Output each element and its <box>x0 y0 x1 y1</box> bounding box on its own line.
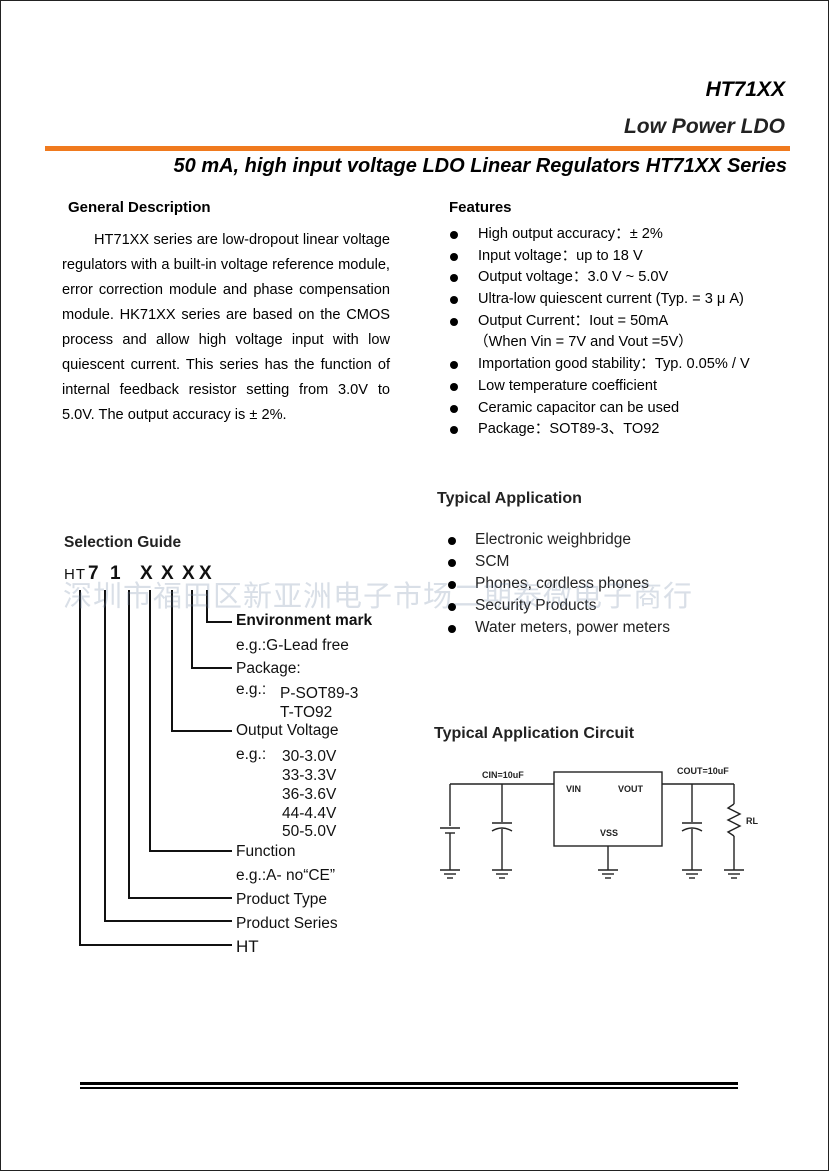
header-subtitle: Low Power LDO <box>623 115 785 138</box>
typical-application-circuit-heading: Typical Application Circuit <box>434 725 635 742</box>
environment-mark-label: Environment mark <box>236 612 373 629</box>
general-description-heading: General Description <box>68 199 211 216</box>
output-voltage-option: 33-3.3V <box>282 767 337 784</box>
rl-resistor <box>726 803 742 837</box>
document-title: 50 mA, high input voltage LDO Linear Reg… <box>173 155 787 177</box>
bullet-icon <box>448 559 456 567</box>
bullet-icon <box>450 296 458 305</box>
ground-icon <box>492 869 512 879</box>
code-char: 7 <box>88 563 100 584</box>
bullet-icon <box>450 317 458 326</box>
code-char: X <box>161 563 175 584</box>
list-item: Water meters, power meters <box>446 617 670 639</box>
bullet-icon <box>448 603 456 611</box>
features-list: High output accuracy：± 2% Input voltage：… <box>448 224 750 441</box>
vin-pin-label: VIN <box>566 784 581 794</box>
ground-icon <box>682 869 702 879</box>
bullet-icon <box>450 252 458 261</box>
watermark-text: 深圳市福田区新亚洲电子市场二期泰微电子商行 <box>63 579 694 613</box>
cout-plate-curved <box>681 827 703 832</box>
output-voltage-option: 36-3.6V <box>282 786 337 803</box>
package-label: Package: <box>236 660 301 677</box>
bullet-icon <box>450 231 458 239</box>
product-series-label: Product Series <box>236 915 338 932</box>
function-example: e.g.:A- no“CE” <box>236 867 336 884</box>
vout-pin-label: VOUT <box>618 784 644 794</box>
list-item: Importation good stability：Typ. 0.05% / … <box>448 354 750 376</box>
bullet-icon <box>450 404 458 413</box>
code-char: X <box>140 563 154 584</box>
list-item: Ceramic capacitor can be used <box>448 398 750 420</box>
selection-guide-heading: Selection Guide <box>64 534 182 551</box>
bullet-icon <box>448 537 456 545</box>
vss-pin-label: VSS <box>600 828 618 838</box>
footer-rule <box>80 1082 738 1085</box>
code-char: X <box>199 563 213 584</box>
ht-label: HT <box>236 937 259 956</box>
output-voltage-option: 30-3.0V <box>282 748 337 765</box>
bullet-icon <box>450 382 458 391</box>
bullet-icon <box>450 361 458 370</box>
environment-example: e.g.:G-Lead free <box>236 637 349 654</box>
ground-icon <box>598 869 618 879</box>
list-item: Output Current：Iout = 50mA <box>448 311 750 333</box>
bullet-icon <box>448 625 456 633</box>
bullet-icon <box>450 274 458 283</box>
package-example: e.g.: <box>236 681 267 698</box>
output-voltage-label: Output Voltage <box>236 722 339 739</box>
list-item: Input voltage：up to 18 V <box>448 246 750 268</box>
list-item: Electronic weighbridge <box>446 529 670 551</box>
list-item: Package：SOT89-3、TO92 <box>448 419 750 441</box>
bullet-icon <box>450 426 458 435</box>
output-voltage-option: 44-4.4V <box>282 805 337 822</box>
code-prefix: HT <box>64 566 86 583</box>
bullet-icon <box>448 581 456 589</box>
cin-plate-curved <box>491 827 513 832</box>
product-type-label: Product Type <box>236 891 328 908</box>
ground-symbols <box>440 869 744 879</box>
code-char: X <box>182 563 196 584</box>
output-voltage-example: e.g.: <box>236 746 267 763</box>
package-option: T-TO92 <box>280 704 333 721</box>
cout-label: COUT=10uF <box>677 766 729 776</box>
footer-rule <box>80 1087 738 1089</box>
list-item-continuation: （When Vin = 7V and Vout =5V） <box>474 334 693 351</box>
application-circuit-diagram: CIN=10uF COUT=10uF VIN VOUT VSS RL <box>440 766 758 879</box>
header-rule <box>45 146 790 151</box>
list-item: Phones, cordless phones <box>446 573 670 595</box>
general-description-text: HT71XX series are low-dropout linear vol… <box>62 232 390 423</box>
typical-application-heading: Typical Application <box>437 490 582 507</box>
cin-label: CIN=10uF <box>482 770 524 780</box>
features-heading: Features <box>449 199 512 216</box>
list-item: Low temperature coefficient <box>448 376 750 398</box>
package-option: P-SOT89-3 <box>280 685 359 702</box>
ground-icon <box>440 869 460 879</box>
code-char: 1 <box>110 563 122 584</box>
function-label: Function <box>236 843 296 860</box>
typical-application-list: Electronic weighbridge SCM Phones, cordl… <box>446 529 670 639</box>
ground-icon <box>724 869 744 879</box>
list-item: High output accuracy：± 2% <box>448 224 750 246</box>
part-number: HT71XX <box>705 78 785 101</box>
list-item: Ultra-low quiescent current (Typ. = 3 μ … <box>448 289 750 311</box>
list-item: Security Products <box>446 595 670 617</box>
rl-label: RL <box>746 816 758 826</box>
list-item: Output voltage：3.0 V ~ 5.0V <box>448 267 750 289</box>
list-item: SCM <box>446 551 670 573</box>
output-voltage-option: 50-5.0V <box>282 823 337 840</box>
